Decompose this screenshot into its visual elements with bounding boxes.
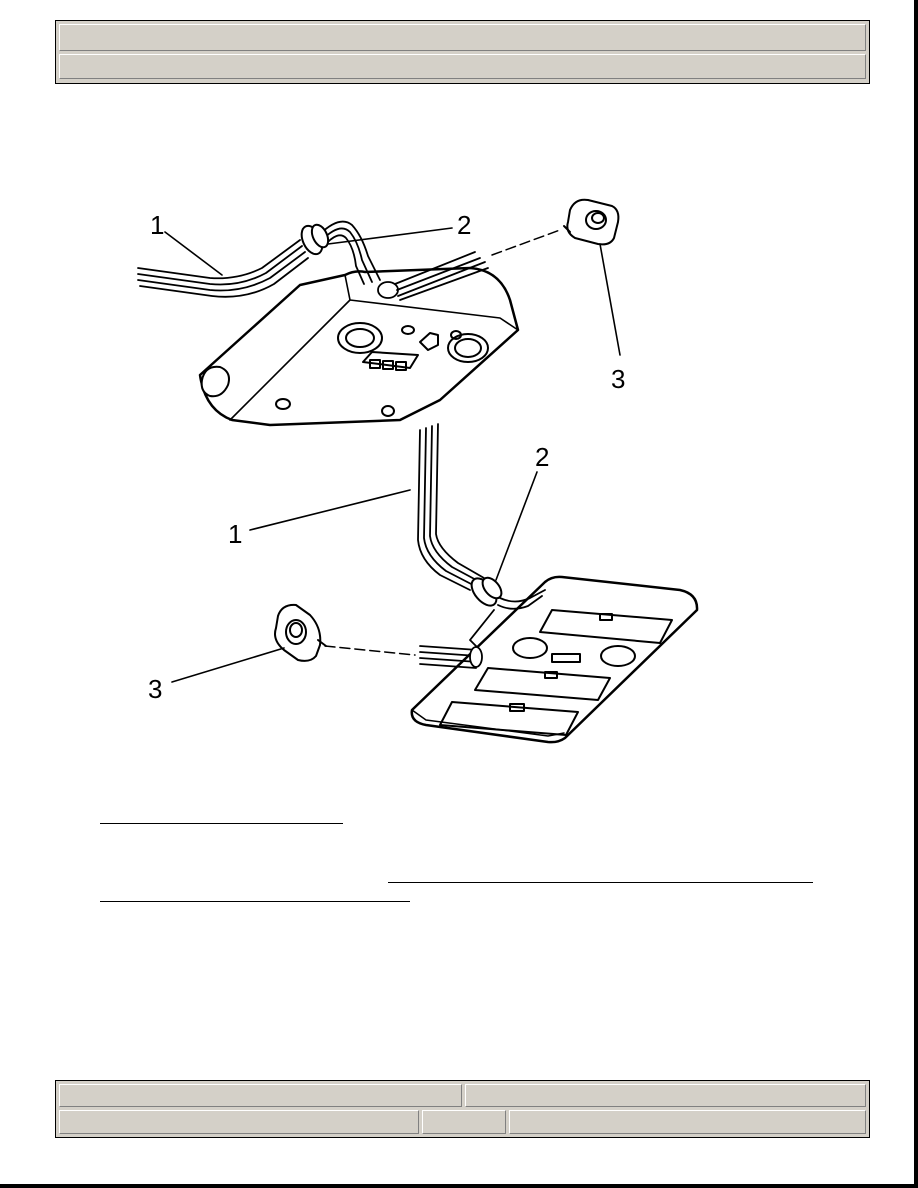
bottom-connector: [419, 645, 483, 669]
bottom-grommet: [470, 576, 503, 607]
callout-bottom-3: 3: [148, 674, 162, 704]
document-footer: [55, 1080, 870, 1138]
footer-right-bottom: [509, 1110, 866, 1134]
footer-middle-bottom: [422, 1110, 506, 1134]
header-title: [59, 24, 866, 51]
top-console: [198, 266, 520, 427]
callout-top-3: 3: [611, 364, 625, 394]
reference-link-1[interactable]: [100, 823, 343, 824]
wiring-illustration: 1 2 3 1 2 3: [137, 198, 699, 744]
footer-right-top: [465, 1084, 866, 1107]
callout-top-2: 2: [457, 210, 471, 240]
footer-left-top: [59, 1084, 462, 1107]
top-clip: [563, 198, 620, 246]
document-header: [55, 20, 870, 84]
footer-left-bottom: [59, 1110, 419, 1134]
top-wire-harness: [137, 220, 381, 298]
bottom-console: [410, 575, 699, 744]
top-grommet: [300, 223, 330, 256]
bottom-wire-harness: [417, 423, 546, 651]
reference-link-3[interactable]: [100, 901, 410, 902]
callout-bottom-1: 1: [228, 519, 242, 549]
bottom-clip: [274, 603, 327, 662]
top-connector-wires: [377, 251, 489, 301]
header-subtitle: [59, 54, 866, 79]
reference-link-2[interactable]: [388, 882, 813, 883]
callout-top-1: 1: [150, 210, 164, 240]
callout-bottom-2: 2: [535, 442, 549, 472]
